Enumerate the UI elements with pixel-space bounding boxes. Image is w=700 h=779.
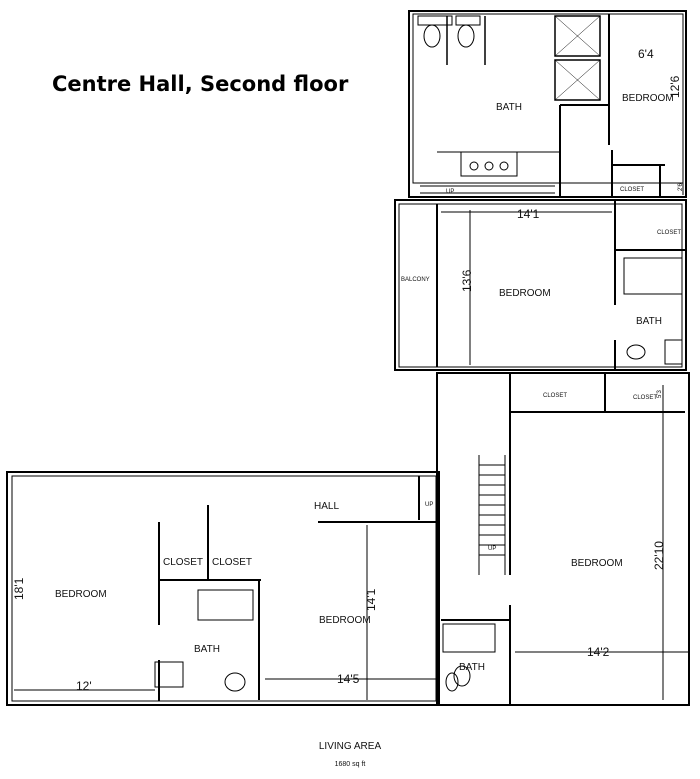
dim-12-6: 12'6 bbox=[668, 75, 682, 98]
dim-5-3: 5'3 bbox=[657, 390, 663, 398]
room-label-bedroom-left: BEDROOM bbox=[55, 589, 107, 600]
stair-up-top: UP bbox=[446, 189, 454, 195]
room-label-closet-mid: CLOSET bbox=[657, 230, 681, 236]
dim-22-10: 22'10 bbox=[652, 541, 666, 570]
room-label-closet-r2: CLOSET bbox=[633, 395, 657, 401]
dim-14-2: 14'2 bbox=[587, 645, 610, 659]
room-label-closet-r1: CLOSET bbox=[543, 393, 567, 399]
room-label-closet-l1: CLOSET bbox=[163, 557, 203, 568]
wall-mid-unit bbox=[394, 199, 687, 371]
room-label-bedroom-top: BEDROOM bbox=[622, 93, 674, 104]
living-area-value: 1680 sq ft bbox=[334, 761, 366, 768]
stair-up-hall: UP bbox=[425, 502, 433, 508]
dim-12: 12' bbox=[76, 679, 92, 693]
wall-top-unit bbox=[408, 10, 687, 198]
plan-title: Centre Hall, Second floor bbox=[52, 72, 349, 96]
room-label-closet-top: CLOSET bbox=[620, 187, 644, 193]
room-label-bath-mid: BATH bbox=[636, 316, 662, 327]
dim-14-1-left: 14'1 bbox=[364, 588, 378, 611]
room-label-balcony: BALCONY bbox=[401, 277, 430, 283]
dim-2-6: 2'6 bbox=[678, 183, 684, 191]
room-label-bath-top: BATH bbox=[496, 102, 522, 113]
dim-14-1-top: 14'1 bbox=[517, 207, 540, 221]
dim-13-6: 13'6 bbox=[460, 269, 474, 292]
dim-6-4: 6'4 bbox=[638, 47, 654, 61]
dim-18-1: 18'1 bbox=[12, 577, 26, 600]
room-label-bath-left: BATH bbox=[194, 644, 220, 655]
stair-up-right: UP bbox=[488, 546, 496, 552]
wall-left-unit bbox=[6, 471, 440, 706]
room-label-bath-right: BATH bbox=[459, 662, 485, 673]
wall-right-unit bbox=[436, 372, 690, 706]
room-label-hall: HALL bbox=[314, 501, 339, 512]
room-label-closet-l2: CLOSET bbox=[212, 557, 252, 568]
room-label-bedroom-mid: BEDROOM bbox=[499, 288, 551, 299]
room-label-bedroom-center: BEDROOM bbox=[319, 615, 371, 626]
living-area-label: LIVING AREA bbox=[318, 741, 382, 752]
dim-14-5: 14'5 bbox=[337, 672, 360, 686]
room-label-bedroom-right: BEDROOM bbox=[571, 558, 623, 569]
